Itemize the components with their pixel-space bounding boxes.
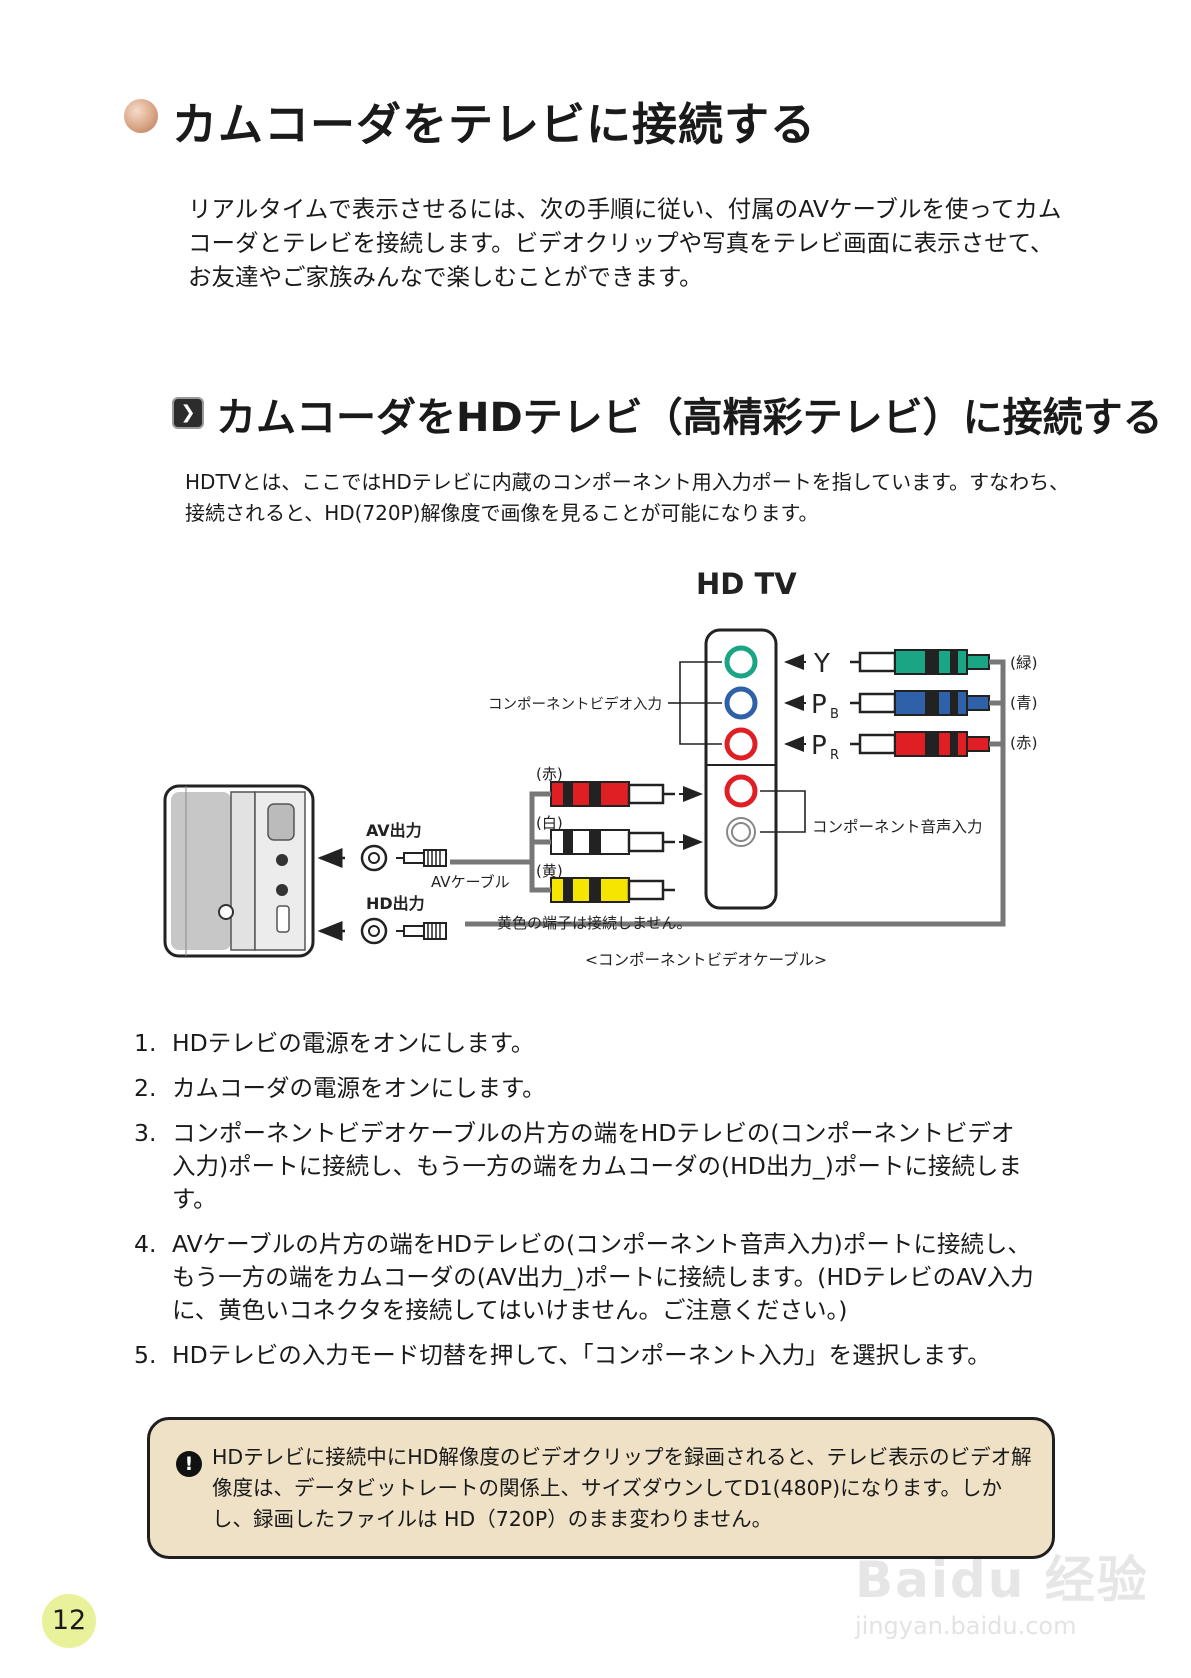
svg-text:P: P [811,690,827,720]
jack-pb [724,686,758,720]
note-box: ! HDテレビに接続中にHD解像度のビデオクリップを録画されると、テレビ表示のビ… [147,1417,1055,1559]
step-item: 4. AVケーブルの片方の端をHDテレビの(コンポーネント音声入力)ポートに接続… [134,1230,1034,1324]
page-number: 12 [42,1594,96,1648]
svg-text:B: B [830,707,839,722]
hd-out-connector [396,922,447,940]
hd-out-jack [360,917,388,945]
av-out-connector [396,849,447,867]
instruction-steps: 1. HDテレビの電源をオンにします。 2. カムコーダの電源をオンにします。 … [134,1027,1034,1384]
step-item: 1. HDテレビの電源をオンにします。 [134,1029,535,1057]
section-title: カムコーダをHDテレビ（高精彩テレビ）に接続する [216,395,1163,441]
jack-audio-white [726,817,756,847]
exclamation-icon: ! [176,1451,202,1477]
camcorder-illustration [163,784,315,958]
step-item: 3. コンポーネントビデオケーブルの片方の端をHDテレビの(コンポーネントビデオ… [134,1119,1022,1213]
component-plug-blue [850,690,990,716]
plug-label-red: (赤) [536,765,563,783]
component-cable-label: <コンポーネントビデオケーブル> [585,950,827,969]
tv-label: HD TV [696,567,797,601]
component-plug-green [850,649,990,675]
hd-out-label: HD出力 [366,894,425,913]
color-label-blue: (青) [1010,694,1038,712]
plug-label-yellow: (黄) [536,862,563,880]
jack-y [724,645,758,679]
av-cable-label: AVケーブル [431,873,510,891]
step-item: 5. HDテレビの入力モード切替を押して、「コンポーネント入力」を選択します。 [134,1341,991,1369]
connection-diagram: HD TV コンポーネントビデオ入力 コンポーネント音声入力 [0,560,1191,1000]
component-audio-input-label: コンポーネント音声入力 [812,818,983,836]
av-out-jack [360,844,388,872]
watermark-url: jingyan.baidu.com [855,1612,1077,1640]
section-arrow-icon: ❯ [172,397,204,429]
jack-pr [724,727,758,761]
av-out-label: AV出力 [366,821,422,840]
av-plug-yellow [550,877,675,903]
port-label-pr: P R [784,731,839,763]
watermark-logo: Baidu 经验 [855,1551,1149,1609]
yellow-note-label: 黄色の端子は接続しません。 [497,914,692,932]
port-label-y: Y [784,649,830,679]
av-plug-white [550,829,703,855]
section-description: HDTVとは、ここではHDテレビに内蔵のコンポーネント用入力ポートを指しています… [185,470,1070,525]
plug-label-white: (白) [536,814,563,832]
intro-paragraph: リアルタイムで表示させるには、次の手順に従い、付属のAVケーブルを使ってカムコー… [188,195,1062,291]
tv-panel [704,628,778,910]
heading-bullet-icon [124,99,158,133]
jack-audio-red [724,774,758,808]
svg-text:Y: Y [813,649,830,679]
step-item: 2. カムコーダの電源をオンにします。 [134,1074,546,1102]
note-text: HDテレビに接続中にHD解像度のビデオクリップを録画されると、テレビ表示のビデオ… [212,1445,1032,1531]
color-label-red: (赤) [1010,734,1038,752]
color-label-green: (緑) [1010,654,1038,672]
component-plug-red [850,731,990,757]
svg-text:R: R [830,748,839,763]
component-video-input-label: コンポーネントビデオ入力 [488,695,662,713]
page-title: カムコーダをテレビに接続する [172,98,817,151]
port-label-pb: P B [784,690,839,722]
av-plug-red [550,781,703,807]
svg-text:P: P [811,731,827,761]
